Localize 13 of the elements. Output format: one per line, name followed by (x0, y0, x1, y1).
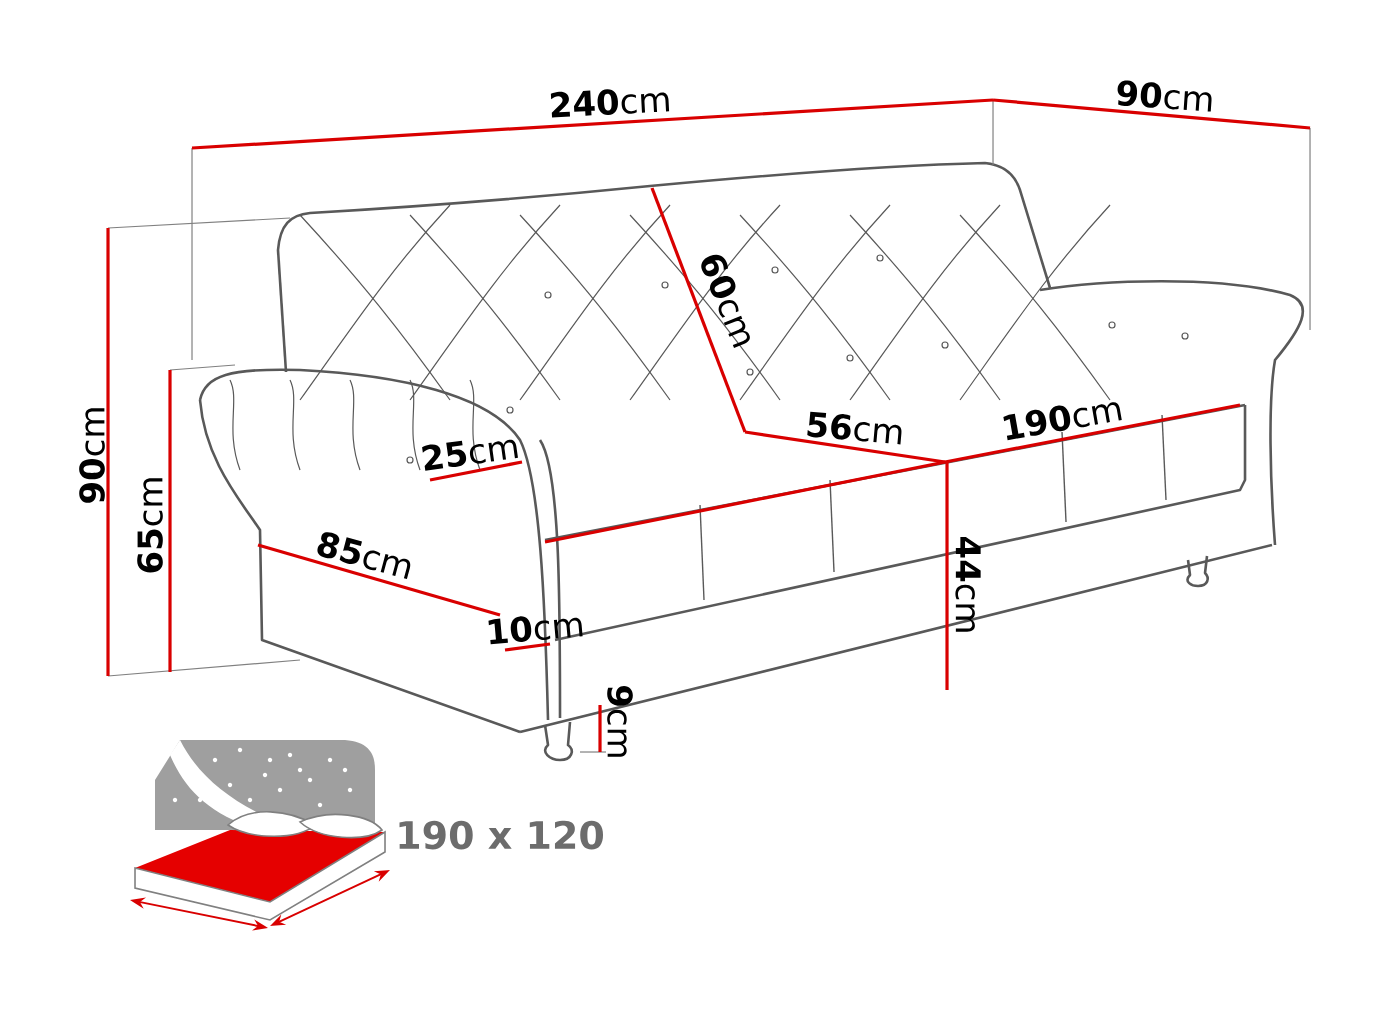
dimension-label: 10cm (488, 616, 583, 645)
dimension-label: 90cm (79, 408, 105, 503)
dimension-label: 90cm (1117, 80, 1212, 112)
dimension-label: 240cm (550, 89, 670, 118)
dimension-label: 190 x 120 (399, 820, 603, 850)
dimension-label: 190cm (1003, 402, 1122, 441)
dimension-label: 44cm (955, 537, 981, 632)
dimension-label: 65cm (137, 478, 163, 573)
dimension-label: 9cm (607, 686, 633, 757)
dimension-label: 85cm (317, 532, 411, 580)
dimension-label: 56cm (807, 411, 902, 445)
dimension-label: 60cm (701, 254, 750, 348)
dimension-label: 25cm (422, 439, 518, 471)
